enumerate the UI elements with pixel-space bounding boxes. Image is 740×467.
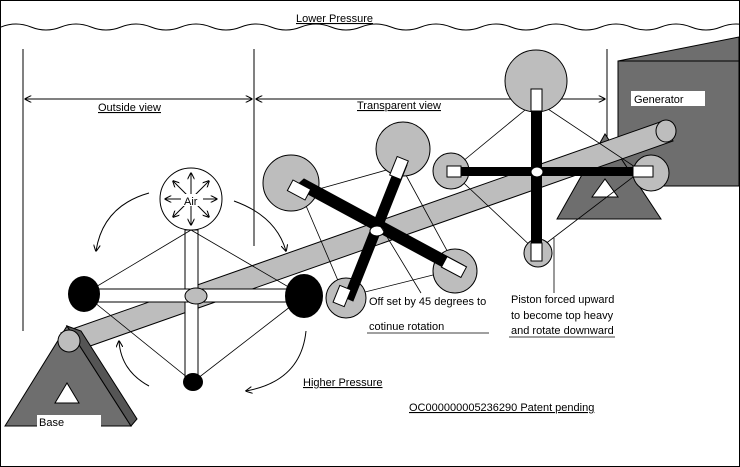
generator-label: Generator bbox=[634, 94, 684, 106]
transparent-view-label: Transparent view bbox=[357, 100, 441, 112]
rotation-arrow-bottom-left bbox=[119, 341, 150, 387]
piston-block-1d bbox=[332, 284, 352, 308]
transparent-rotor-1 bbox=[262, 121, 478, 319]
right-support-hole bbox=[591, 178, 619, 198]
generator-label-box bbox=[631, 91, 705, 106]
rotor-1-hub bbox=[369, 225, 385, 237]
outside-rotor bbox=[68, 167, 323, 391]
piston-block-1a bbox=[286, 179, 312, 201]
axle-bearing bbox=[57, 329, 81, 353]
rotation-arrow-bottom-right bbox=[246, 330, 307, 391]
piston-label-line-2: to become top heavy bbox=[511, 310, 614, 322]
base-support-hole bbox=[54, 382, 80, 404]
higher-pressure-label: Higher Pressure bbox=[303, 377, 382, 389]
piston-label-line-1: Piston forced upward bbox=[511, 294, 614, 306]
piston-block-1c bbox=[440, 255, 468, 279]
piston-block-2a bbox=[530, 88, 543, 112]
rotor-2-hub bbox=[530, 166, 544, 178]
rotation-arrow-top-left bbox=[96, 192, 150, 251]
offset-pointer bbox=[380, 226, 422, 294]
axle-end bbox=[655, 119, 677, 143]
outside-view-label: Outside view bbox=[98, 102, 161, 114]
pressure-boundary-wave bbox=[1, 23, 739, 31]
air-label-bg bbox=[181, 194, 203, 206]
piston-block-2b bbox=[446, 165, 462, 178]
piston-label-line-3: and rotate downward bbox=[511, 325, 614, 337]
rotor-vertical-arm bbox=[184, 229, 199, 381]
base-support-side bbox=[65, 325, 138, 427]
piston-block-2c bbox=[632, 165, 654, 178]
offset-label-line-2: cotinue rotation bbox=[369, 321, 444, 333]
offset-label-line-1: Off set by 45 degrees to bbox=[369, 296, 486, 308]
air-label: Air bbox=[184, 196, 198, 208]
piston-block-1b bbox=[389, 155, 409, 181]
lower-pressure-label: Lower Pressure bbox=[296, 13, 373, 25]
rotor-hub bbox=[184, 287, 208, 305]
patent-label: OC000000005236290 Patent pending bbox=[409, 402, 594, 414]
transparent-rotor-2 bbox=[432, 49, 670, 268]
base-label-box bbox=[37, 415, 101, 429]
base-label: Base bbox=[39, 417, 64, 429]
piston-block-2d bbox=[530, 242, 543, 262]
rotation-arrow-top-right bbox=[233, 200, 286, 251]
piston-2-horizontal bbox=[449, 167, 649, 176]
